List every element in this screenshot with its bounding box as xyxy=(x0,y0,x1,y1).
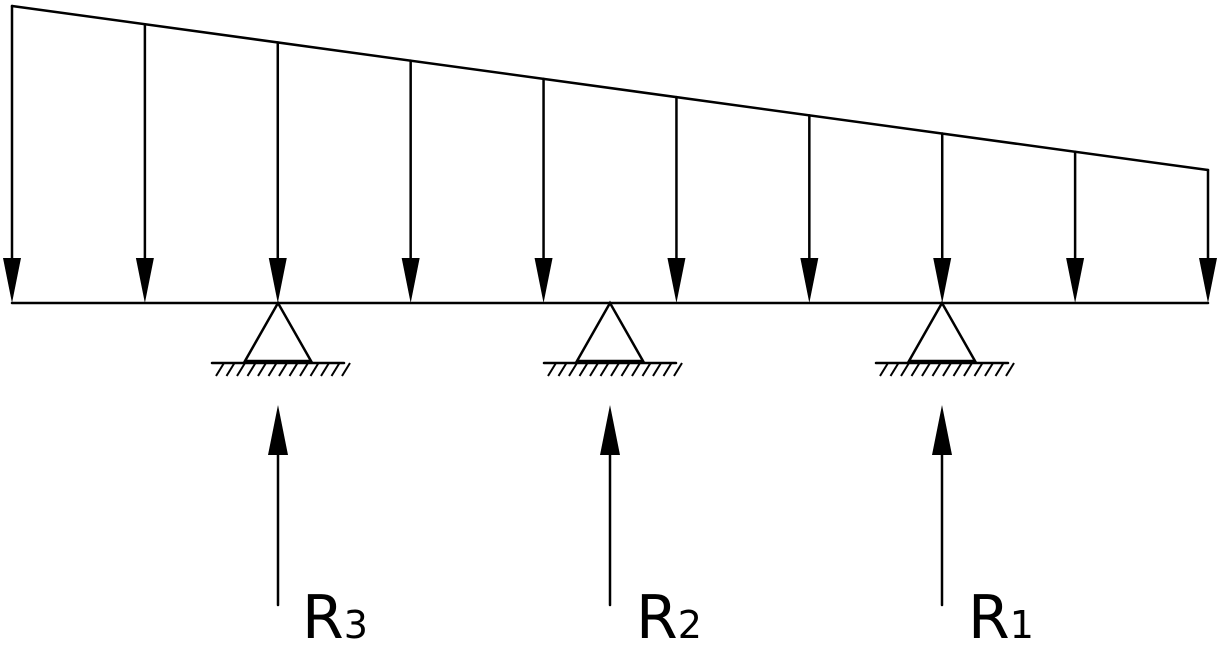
support-hatch xyxy=(1005,362,1015,377)
support-hatch xyxy=(984,362,994,377)
support-hatch xyxy=(341,362,351,377)
support-triangle xyxy=(242,300,314,363)
support-hatch xyxy=(931,362,942,377)
support-hatch xyxy=(557,362,568,377)
support-hatch xyxy=(320,362,330,377)
support-hatch xyxy=(215,362,225,377)
support-hatch xyxy=(994,362,1005,377)
support-hatch xyxy=(921,362,931,377)
load-arrowhead xyxy=(1199,258,1217,303)
reaction-label-R3: R3 xyxy=(302,583,368,653)
load-arrowhead xyxy=(933,258,952,303)
load-arrowhead xyxy=(135,258,154,303)
support-hatch xyxy=(299,362,309,377)
support-hatch xyxy=(599,362,610,377)
support-hatch xyxy=(578,362,589,377)
support-hatch xyxy=(547,362,557,377)
support-hatch xyxy=(236,362,246,377)
load-arrows xyxy=(3,4,1217,303)
support-hatch xyxy=(309,362,320,377)
support-triangle xyxy=(906,300,978,363)
load-arrowhead xyxy=(534,258,553,303)
reaction-arrowhead xyxy=(932,405,952,455)
support-hatch xyxy=(889,362,900,377)
support-hatch xyxy=(330,362,341,377)
support-hatch xyxy=(631,362,641,377)
reaction-R2: R2 xyxy=(600,405,702,653)
support-hatch xyxy=(662,362,673,377)
support-hatch xyxy=(963,362,973,377)
support-hatch xyxy=(589,362,599,377)
load-arrowhead xyxy=(800,258,819,303)
supports xyxy=(210,300,1015,377)
load-arrowhead xyxy=(268,258,287,303)
support-hatch xyxy=(652,362,662,377)
support-hatch xyxy=(288,362,299,377)
support-triangle xyxy=(574,300,646,363)
support-hatch xyxy=(879,362,889,377)
support-hatch xyxy=(952,362,963,377)
reaction-arrowhead xyxy=(268,405,288,455)
support-hatch xyxy=(910,362,921,377)
load-arrowhead xyxy=(667,258,686,303)
reaction-R1: R1 xyxy=(932,405,1034,653)
support-hatch xyxy=(942,362,952,377)
support-hatch xyxy=(610,362,620,377)
support-hatch xyxy=(673,362,683,377)
support-hatch xyxy=(246,362,257,377)
support-hatch xyxy=(257,362,267,377)
support-hatch xyxy=(900,362,910,377)
load-envelope-line xyxy=(10,4,1210,172)
support-hatch xyxy=(278,362,288,377)
support-hatch xyxy=(973,362,984,377)
support-hatch xyxy=(225,362,236,377)
load-arrowhead xyxy=(401,258,420,303)
reaction-label-R1: R1 xyxy=(968,583,1034,653)
load-arrowhead xyxy=(1066,258,1085,303)
reaction-label-R2: R2 xyxy=(636,583,702,653)
support-hatch xyxy=(620,362,631,377)
reaction-R3: R3 xyxy=(268,405,368,653)
support-hatch xyxy=(568,362,578,377)
load-arrowhead xyxy=(3,258,21,303)
reaction-arrowhead xyxy=(600,405,620,455)
support-hatch xyxy=(267,362,278,377)
support-hatch xyxy=(641,362,652,377)
